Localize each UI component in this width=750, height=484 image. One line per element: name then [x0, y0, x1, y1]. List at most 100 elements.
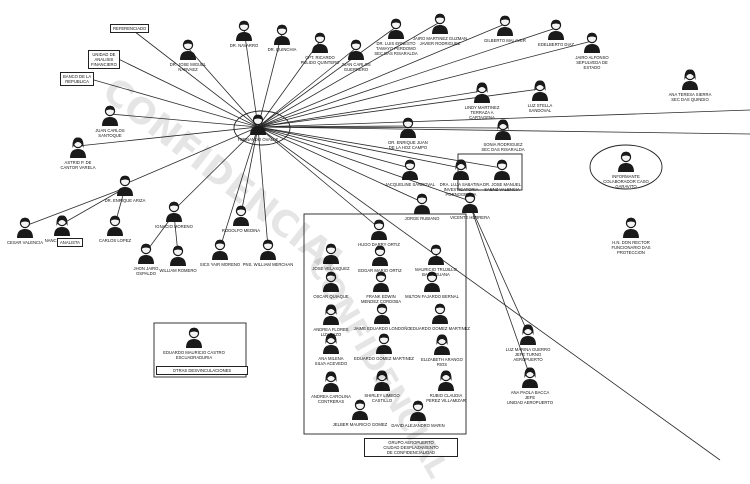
person-hugo-icon [371, 219, 387, 240]
node-label-vicente: VICENTE HERRERA [450, 215, 490, 220]
node-label-mauricio: MAURICIO TRUJILLO BARRIGUANA [415, 267, 457, 277]
person-yair-icon [212, 239, 228, 260]
person-luz_stella-icon [532, 80, 548, 101]
edge-fernando-sonia [257, 126, 504, 129]
node-label-andrea_c: ANDREA CAROLINA CONTRERAS [311, 394, 351, 404]
node-label-jose_velasquez: JOSE VELASQUEZ [312, 266, 350, 271]
edge-fernando-jairo_martinez [257, 21, 441, 128]
person-nieto-icon [236, 20, 252, 41]
person-andrea_c-icon [323, 371, 339, 392]
node-label-ricardo: CPT. RICARDO PULIDO QUINTERO [300, 55, 340, 65]
node-label-jairo_alfonso: JAIRO ALFONSO SEPULVEDA DE ESTADO [575, 55, 609, 70]
edge-fernando-rodolfo [240, 126, 259, 215]
node-label-ana_paola: ANA PAOLA BACCA JEFE UNIDAD AEROPUERTO [506, 390, 554, 405]
edge-fernando-yair [219, 126, 259, 249]
node-label-referenciado: REFERENCIADO [110, 24, 150, 33]
person-lindy-icon [474, 82, 490, 103]
person-ana_mejia-icon [323, 333, 339, 354]
node-label-sonia: SONIA RODRIGUEZ SEC DAS RISARALDA [481, 142, 525, 152]
node-label-oscar: OSCAR QUIAQUE [313, 294, 349, 299]
castro-frame [153, 322, 247, 378]
grupo-aeropuerto-box: GRUPO AEROPUERTO CIUDAD DESPLAZAMIENTO D… [364, 438, 458, 457]
node-label-enrique_galvis: DR. ENRIQUE JUAN DE LA HOZ CAMPO [388, 140, 428, 150]
person-david-icon [410, 400, 426, 421]
person-jose_miguel-icon [180, 39, 196, 60]
edge-fernando-vicente [257, 126, 471, 202]
person-jose_velasquez-icon [323, 243, 339, 264]
person-elizabeth-icon [434, 334, 450, 355]
person-ignacio-icon [166, 201, 182, 222]
person-cesar-icon [17, 217, 33, 238]
person-eduardo_mtz-icon [432, 303, 448, 324]
edge-fernando-nieto [243, 28, 259, 128]
person-juan_carlos_gs-icon [348, 39, 364, 60]
node-label-rodolfo: RODOLFO MEDINA [221, 228, 261, 233]
node-label-astrid: ASTRID P. DE CANTOR VARELA [60, 160, 96, 170]
node-label-fernando: FERNANDO OVALLE [237, 137, 279, 142]
person-luz_marina-icon [520, 324, 536, 345]
node-label-jorge_rubiano: JORGE RUBIANO [404, 216, 440, 221]
person-jairo_alfonso-icon [584, 32, 600, 53]
otras-desvinculaciones-box: OTRAS DESVINCULACIONES [156, 366, 248, 375]
person-andrea_flores-icon [323, 304, 339, 325]
person-astrid-icon [70, 137, 86, 158]
person-ana_paola-icon [522, 367, 538, 388]
node-label-shirley: SHIRLEY LIMEGO CASTILLO [364, 393, 400, 403]
edge-enrique_ariza-nancy [61, 187, 126, 225]
person-jairo_martinez-icon [432, 13, 448, 34]
informante-highlight-ellipse [589, 144, 663, 190]
person-frank-icon [373, 271, 389, 292]
edge-fernando-jacqueline [257, 126, 411, 169]
node-label-quindio: DR. QUINCHIA [267, 47, 297, 52]
node-label-lindy: LINDY MARTINEZ TERRAZA A CARTAGENA [464, 105, 500, 120]
person-jacqueline-icon [402, 159, 418, 180]
person-rubio-icon [438, 370, 454, 391]
node-label-jose_jairo: JHON JAIRO OSPALDO [133, 266, 159, 276]
person-gilberto-icon [497, 15, 513, 36]
node-label-eduardo_castro: EDUARDO MAURICIO CASTRO ESCUADRADURIA [163, 350, 225, 360]
node-label-uiaf: UNIDAD DE ANALISIS FINANCIERO [88, 50, 120, 69]
edge-fernando-edelberto [257, 27, 557, 128]
node-label-jose_miguel: DR. JOSE MIGUEL NARVAEZ [169, 62, 207, 72]
edge-fernando-luz_stella [257, 88, 541, 128]
person-edelberto-icon [548, 19, 564, 40]
person-mauricio-icon [428, 244, 444, 265]
person-carlos_lopez-icon [107, 215, 123, 236]
node-label-eduardo_mtz: EDUARDO GOMEZ MARTINEZ [410, 326, 470, 331]
edge-fernando-luja [257, 126, 462, 169]
node-label-william_m: PNS. WILLIAM MERCHAN [242, 262, 294, 267]
node-label-hugo: HUGO DARRY ORTIZ [358, 242, 400, 247]
edge-extra-2 [257, 126, 721, 461]
node-label-frank: FRANK EDWIN MENDEZ CORDOBA [360, 294, 402, 304]
node-label-nieto: DR. NAVARRO [229, 43, 259, 48]
node-label-rubio: RUBIO CLAUDIA PEREZ VILLAMIZAR [426, 393, 466, 403]
person-ana_teresa-icon [682, 69, 698, 90]
node-label-wilson: WILLIAM ROMERO [159, 268, 197, 273]
person-eduardo_g-icon [376, 333, 392, 354]
edge-fernando-referenciado [129, 27, 259, 128]
node-label-juan_carlos_gs: JUAN CARLOS GUERRERO [341, 62, 371, 72]
node-label-elizabeth: ELIZABETH ARANGO RIOS [421, 357, 463, 367]
node-label-ana_mejia: ANA MILENA SILVA ACEVEDO [314, 356, 348, 366]
edge-fernando-gilberto [257, 23, 506, 128]
airport-group-frame [303, 213, 467, 435]
person-jose_jairo-icon [138, 243, 154, 264]
person-oscar-icon [323, 271, 339, 292]
edge-fernando-hugo [257, 126, 380, 229]
person-luis_ernesto-icon [388, 18, 404, 39]
node-label-edelberto: EDELBERTO DIAZ [538, 42, 574, 47]
node-label-luz_marina: LUZ MARINA GUERRO JEFE TURNO AEROPUERTO [505, 347, 551, 362]
node-label-jose_manuel: DR. JOSE MANUEL SAENZ VALENCIA [483, 182, 521, 192]
edge-enrique_ariza-cesar [24, 187, 126, 227]
person-ricardo-icon [312, 32, 328, 53]
node-label-luz_stella: LUZ STELLA SANDOVAL [527, 103, 553, 113]
person-eduardo_castro-icon [186, 327, 202, 348]
node-label-jelber: JELBER MAURICIO GOMEZ [332, 422, 388, 427]
person-h_director-icon [623, 217, 639, 238]
edge-fernando-banco [79, 75, 259, 128]
node-label-david: DAVID ALEJANDRO MARIN [391, 423, 445, 428]
edge-fernando-enrique_ariza [124, 126, 259, 185]
